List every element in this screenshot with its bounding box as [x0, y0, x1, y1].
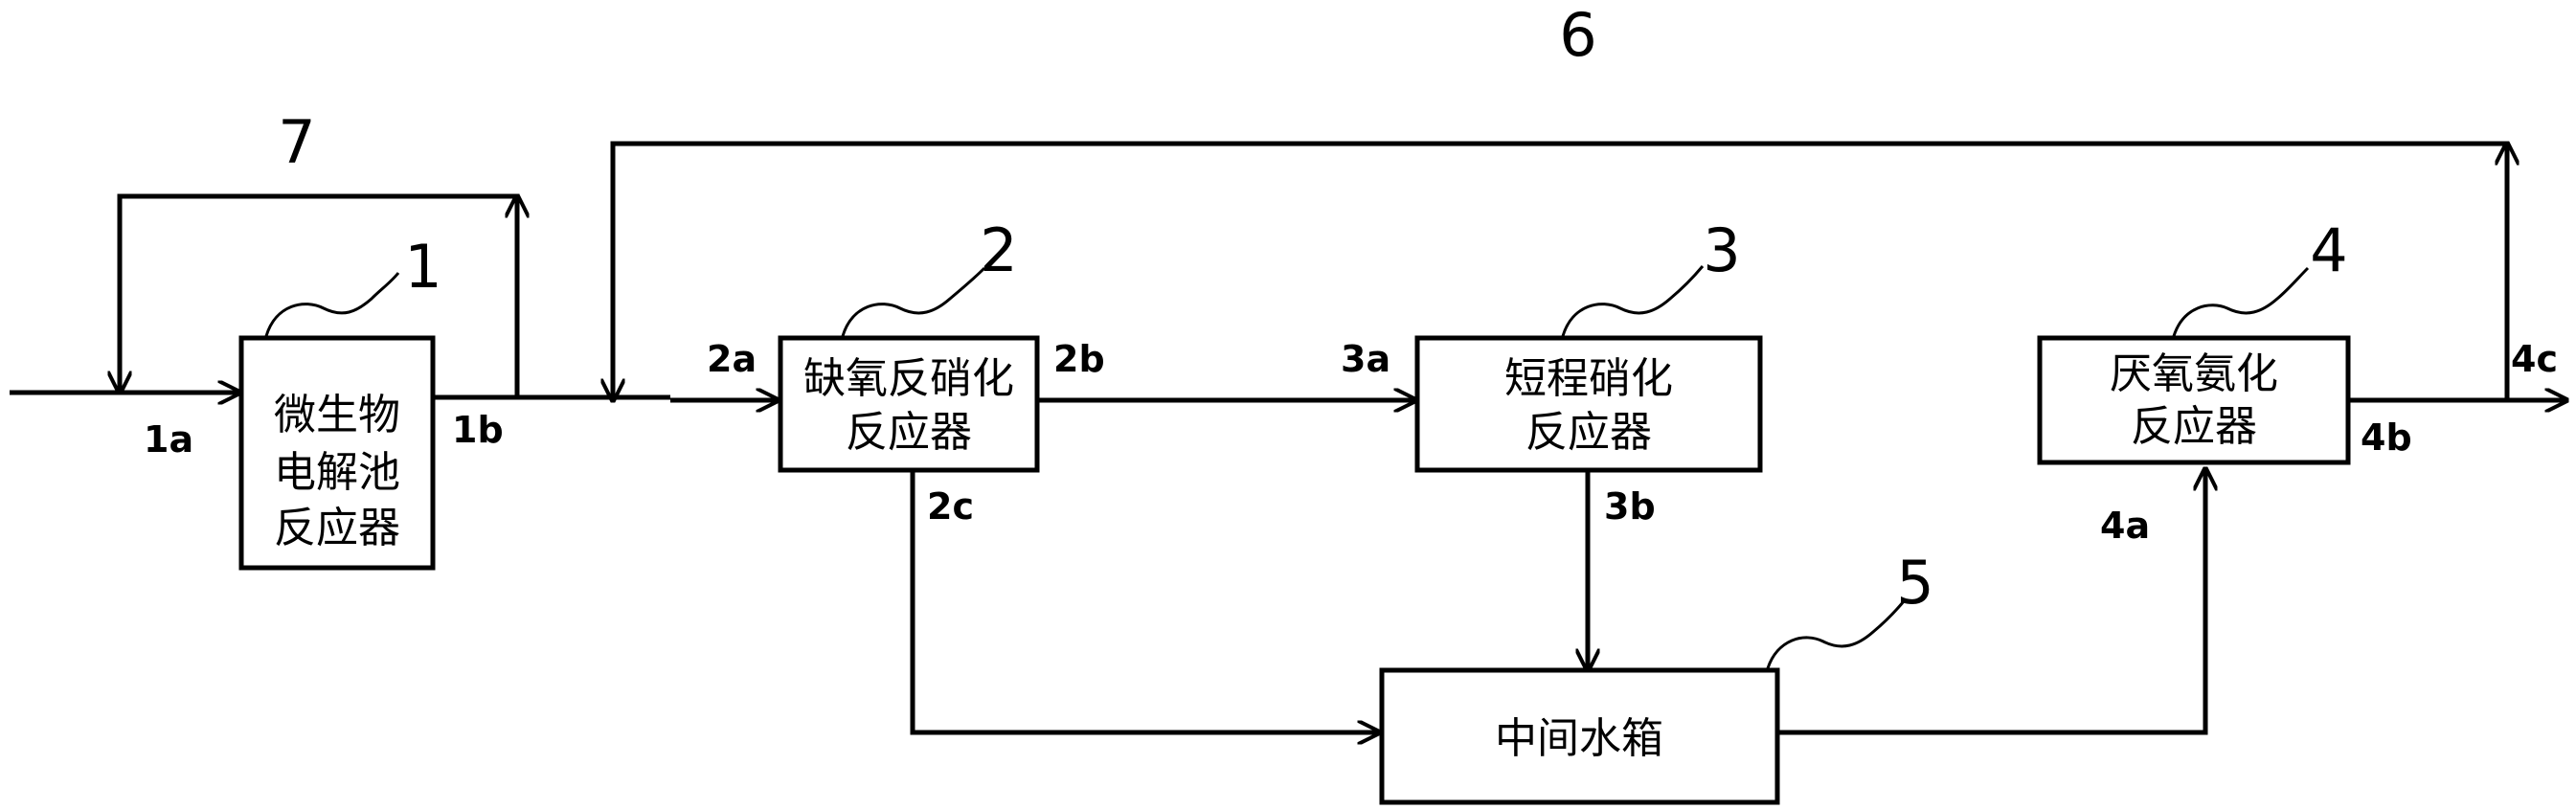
leader-3: [1561, 265, 1705, 337]
port-label-3b: 3b: [1604, 485, 1656, 528]
mec-reactor-line-1: 微生物: [274, 391, 400, 439]
leader-lines: [264, 265, 2310, 669]
component-number-5: 5: [1896, 548, 1933, 618]
anammox-reactor-line-1: 厌氧氨化: [2110, 349, 2278, 398]
anoxic-reactor: 缺氧反硝化 反应器: [778, 335, 1040, 473]
pipeline-number-7: 7: [278, 107, 315, 177]
mec-reactor-line-3: 反应器: [274, 504, 400, 552]
nitritation-reactor: 短程硝化 反应器: [1414, 335, 1763, 473]
port-label-4b: 4b: [2361, 416, 2412, 459]
mec-reactor: 微生物 电解池 反应器: [238, 335, 436, 571]
port-label-2b: 2b: [1053, 338, 1105, 380]
anoxic-reactor-line-2: 反应器: [846, 408, 972, 457]
intermediate-tank: 中间水箱: [1379, 667, 1780, 805]
mec-reactor-line-2: 电解池: [274, 448, 400, 497]
component-number-2: 2: [980, 215, 1017, 285]
leader-4: [2172, 266, 2310, 337]
port-label-1a: 1a: [144, 418, 193, 461]
flow-lines: [10, 141, 2566, 735]
leader-5: [1766, 600, 1906, 669]
anoxic-reactor-line-1: 缺氧反硝化: [803, 354, 1014, 403]
leader-2: [841, 266, 986, 337]
leader-1: [264, 272, 400, 337]
port-label-2c: 2c: [927, 485, 974, 528]
port-label-4c: 4c: [2511, 338, 2558, 380]
anammox-reactor: 厌氧氨化 反应器: [2037, 335, 2351, 465]
nitritation-reactor-line-1: 短程硝化: [1504, 354, 1673, 403]
anammox-reactor-line-2: 反应器: [2131, 402, 2257, 451]
intermediate-tank-label: 中间水箱: [1495, 714, 1663, 763]
port-label-4a: 4a: [2100, 505, 2150, 547]
port-label-1b: 1b: [452, 409, 504, 451]
pipeline-number-6: 6: [1559, 0, 1596, 70]
component-number-3: 3: [1703, 215, 1740, 285]
nitritation-reactor-line-2: 反应器: [1525, 408, 1652, 457]
transfer-line-2c-5: [910, 471, 1379, 732]
transfer-line-5-4a: [1779, 469, 2205, 735]
port-label-2a: 2a: [707, 338, 757, 380]
component-number-1: 1: [404, 232, 441, 302]
component-number-4: 4: [2310, 215, 2347, 285]
port-label-3a: 3a: [1341, 338, 1390, 380]
